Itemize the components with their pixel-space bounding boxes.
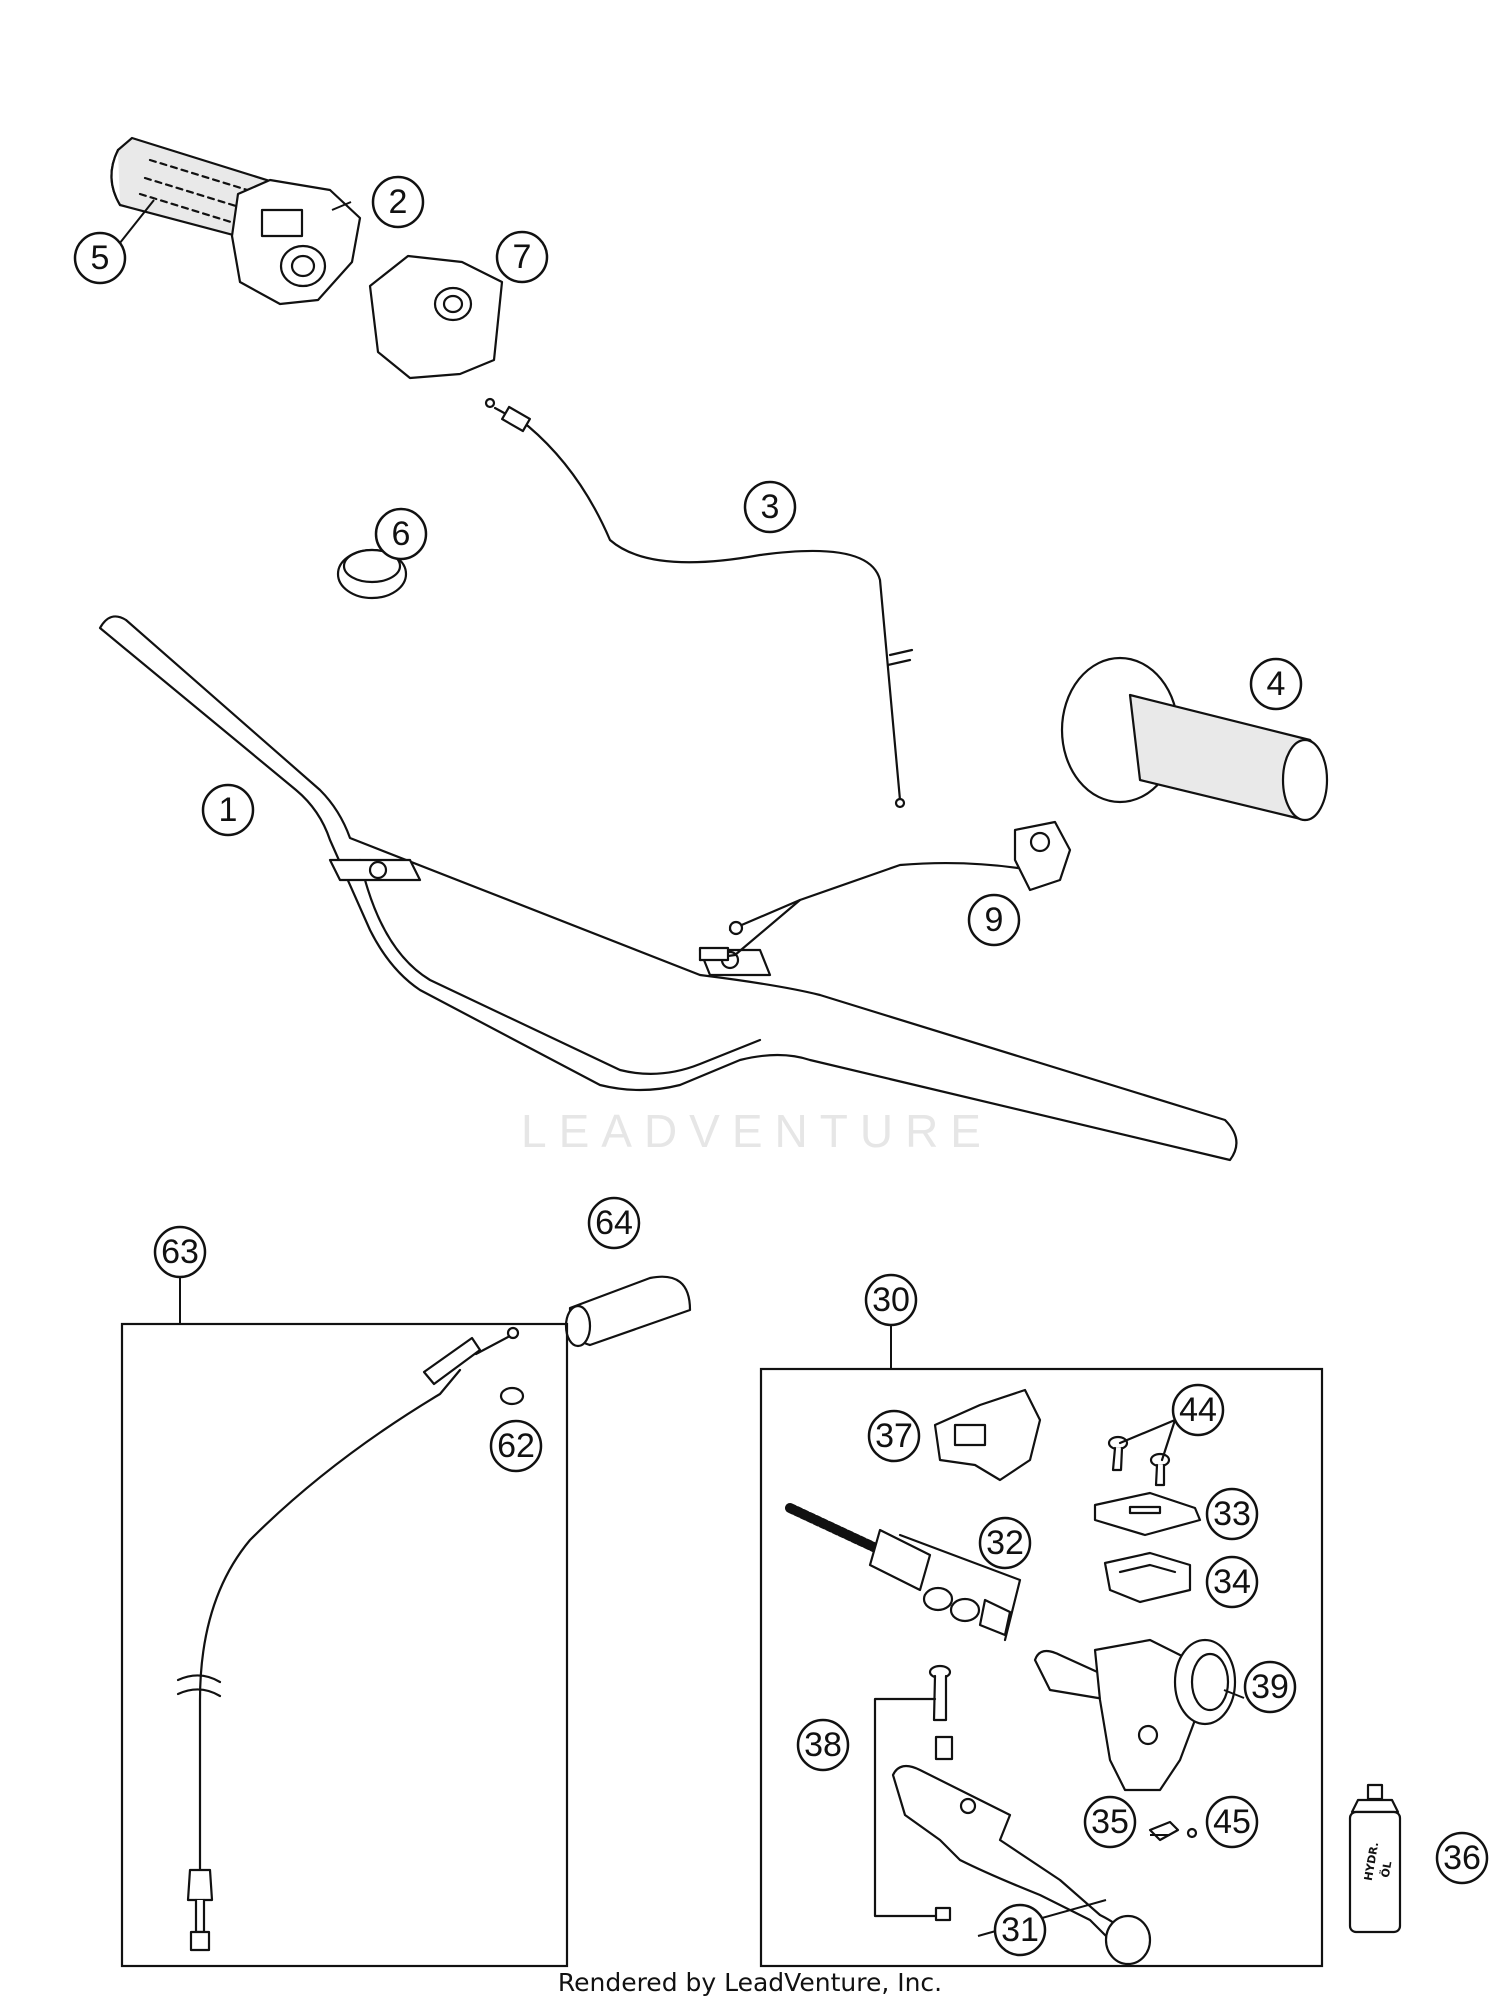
svg-text:34: 34 (1213, 1563, 1251, 1601)
throttle-housing-part (230, 178, 362, 306)
brake-lever-part (891, 1764, 1152, 1966)
svg-text:30: 30 (872, 1281, 910, 1319)
rendered-by-footer: Rendered by LeadVenture, Inc. (557, 1968, 943, 1997)
piston-kit-part (785, 1503, 1022, 1642)
svg-text:64: 64 (595, 1204, 633, 1242)
callout-45: 45 (1205, 1795, 1259, 1849)
callout-7: 7 (495, 230, 549, 284)
callout-31: 31 (993, 1903, 1047, 1957)
callout-1: 1 (201, 783, 255, 837)
svg-text:1: 1 (219, 791, 238, 829)
svg-text:5: 5 (91, 239, 110, 277)
adjuster-plate-part (1148, 1820, 1180, 1842)
callout-34: 34 (1205, 1555, 1259, 1609)
throttle-cable-part (484, 397, 914, 809)
part-63-group-box (120, 1322, 569, 1968)
callout-32: 32 (978, 1516, 1032, 1570)
reservoir-screws-part (1107, 1418, 1177, 1487)
leadventure-watermark: LEADVENTURE (521, 1105, 993, 1157)
left-grip-part (1060, 656, 1329, 822)
svg-text:4: 4 (1267, 665, 1286, 703)
hot-start-cable-part (176, 1326, 520, 1952)
adjuster-screw-part (1186, 1827, 1198, 1839)
svg-text:36: 36 (1443, 1839, 1481, 1877)
svg-text:37: 37 (875, 1417, 913, 1455)
callout-9: 9 (967, 893, 1021, 947)
svg-text:7: 7 (513, 238, 532, 276)
protective-cap-part (564, 1275, 692, 1348)
callout-2: 2 (371, 175, 425, 229)
handlebar-part (98, 615, 1238, 1162)
svg-text:38: 38 (804, 1726, 842, 1764)
svg-text:35: 35 (1091, 1803, 1129, 1841)
callout-3: 3 (743, 480, 797, 534)
part-30-group-box (759, 1367, 1324, 1968)
nut-part (499, 1386, 525, 1406)
callout-35: 35 (1083, 1795, 1137, 1849)
callout-37: 37 (867, 1409, 921, 1463)
svg-text:45: 45 (1213, 1803, 1251, 1841)
master-cylinder-body-part (1033, 1638, 1237, 1792)
callout-64: 64 (587, 1196, 641, 1250)
svg-text:62: 62 (497, 1427, 535, 1465)
lever-pivot-set-part (873, 1664, 954, 1922)
hydraulic-oil-bottle-part: HYDR. ÖL (1348, 1783, 1402, 1934)
callout-39: 39 (1243, 1660, 1297, 1714)
spacer-ring-part (336, 548, 408, 600)
diaphragm-part (1103, 1551, 1192, 1604)
kill-switch-part (698, 820, 1072, 962)
svg-text:33: 33 (1213, 1495, 1251, 1533)
svg-text:6: 6 (392, 515, 411, 553)
svg-text:9: 9 (985, 901, 1004, 939)
callout-30: 30 (864, 1273, 918, 1327)
callout-5: 5 (73, 231, 127, 285)
callout-33: 33 (1205, 1487, 1259, 1541)
svg-text:32: 32 (986, 1524, 1024, 1562)
svg-text:44: 44 (1179, 1391, 1217, 1429)
throttle-cover-part (368, 254, 504, 380)
callout-36: 36 (1435, 1831, 1489, 1885)
svg-text:31: 31 (1001, 1911, 1039, 1949)
reservoir-cover-part (1093, 1491, 1202, 1537)
callout-6: 6 (374, 507, 428, 561)
callout-63: 63 (153, 1225, 207, 1279)
svg-text:39: 39 (1251, 1668, 1289, 1706)
master-cylinder-clamp-part (933, 1388, 1042, 1482)
callout-44: 44 (1171, 1383, 1225, 1437)
bottle-label-line2: ÖL (1378, 1860, 1395, 1879)
svg-text:2: 2 (389, 183, 408, 221)
callout-38: 38 (796, 1718, 850, 1772)
callout-4: 4 (1249, 657, 1303, 711)
callout-62: 62 (489, 1419, 543, 1473)
svg-text:3: 3 (761, 488, 780, 526)
svg-text:63: 63 (161, 1233, 199, 1271)
